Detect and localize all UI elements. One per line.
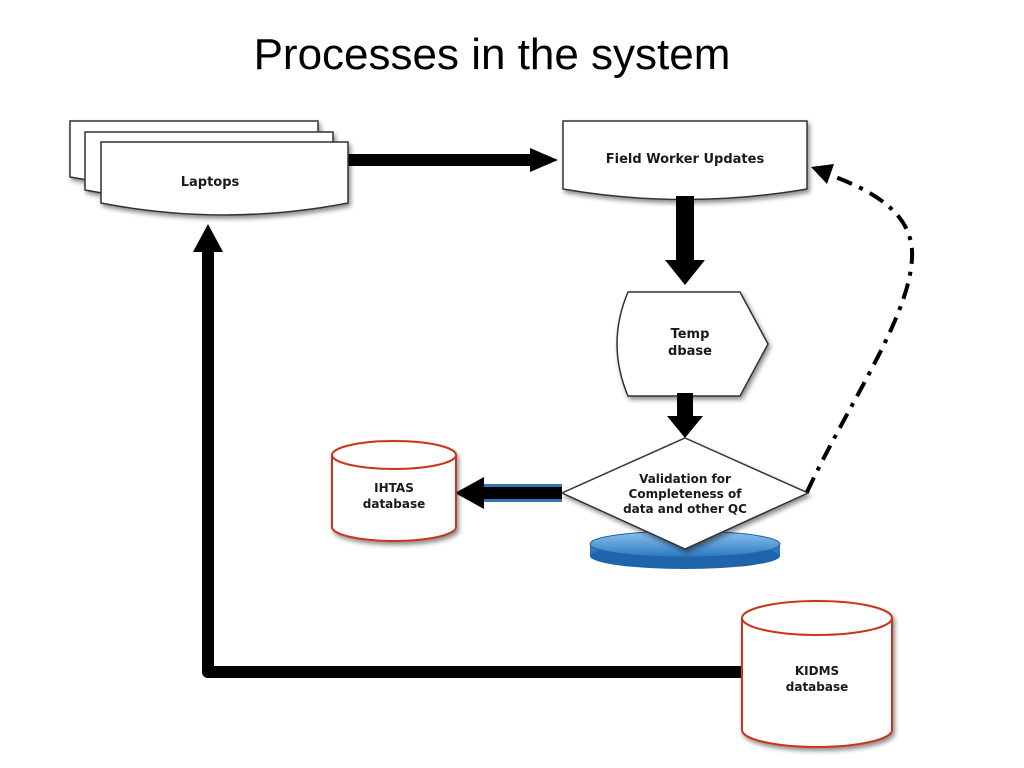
validation-label-3: data and other QC (623, 502, 747, 516)
temp-dbase-node (616, 291, 769, 397)
kidms-database-node (741, 600, 893, 748)
validation-label-1: Validation for (639, 472, 731, 486)
kidms-label-2: database (786, 680, 849, 694)
dashed-arrow-validation-to-field-updates (805, 164, 915, 493)
slide-title: Processes in the system (253, 30, 731, 79)
arrow-field-updates-to-temp-dbase (665, 196, 705, 285)
ihtas-database-node (331, 440, 457, 542)
arrow-kidms-to-laptops (193, 224, 745, 678)
arrow-temp-dbase-to-validation (667, 393, 703, 438)
validation-label-2: Completeness of (629, 487, 743, 501)
validation-node (560, 437, 810, 550)
arrow-validation-to-ihtas (455, 477, 562, 509)
temp-dbase-label-2: dbase (668, 344, 712, 359)
kidms-label-1: KIDMS (795, 664, 839, 678)
ihtas-label-1: IHTAS (374, 481, 414, 495)
arrow-laptops-to-field-updates (348, 148, 558, 172)
ihtas-label-2: database (363, 497, 426, 511)
field-updates-label: Field Worker Updates (606, 152, 765, 167)
laptops-label: Laptops (181, 175, 240, 190)
temp-dbase-label-1: Temp (671, 327, 710, 342)
laptops-node (69, 120, 349, 216)
